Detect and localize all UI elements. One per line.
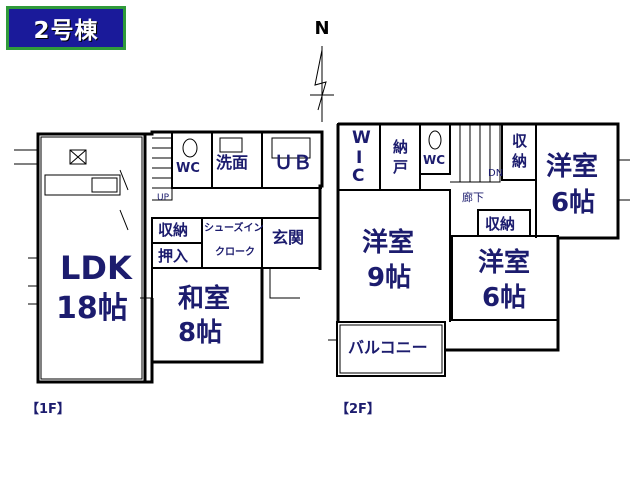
yoshitsu-large-name: 洋室 <box>362 228 415 258</box>
ub-label: ＵＢ <box>274 152 313 174</box>
shoes-in-cloak-line2: クローク <box>215 247 255 258</box>
wic-line1: W <box>352 128 371 148</box>
washitsu-size: 8帖 <box>178 318 223 348</box>
yoshitsu-mid-name: 洋室 <box>478 248 531 278</box>
dn-label: DN <box>488 168 504 179</box>
north-arrow-icon <box>310 46 334 122</box>
yoshitsu-large-size: 9帖 <box>367 263 412 293</box>
wc-2f-label: WC <box>423 153 446 167</box>
balcony-label: バルコニー <box>348 338 428 357</box>
floor1-plan <box>14 130 324 384</box>
shuno-1f-label: 収納 <box>158 221 189 239</box>
nando-line1: 納 <box>393 138 409 156</box>
senmen-label: 洗面 <box>216 153 249 172</box>
floor1-label: 【1F】 <box>26 402 70 417</box>
north-label: N <box>314 18 329 39</box>
roka-label: 廊下 <box>462 191 484 204</box>
yoshitsu-right-size: 6帖 <box>551 188 596 218</box>
yoshitsu-mid-size: 6帖 <box>482 283 527 313</box>
washitsu-name: 和室 <box>178 284 231 314</box>
wic-line2: I <box>356 148 363 168</box>
shoes-in-cloak-line1: シューズイン <box>204 223 264 234</box>
genkan-label: 玄関 <box>272 228 305 247</box>
shuno-right-line1: 収 <box>512 132 528 150</box>
yoshitsu-right-name: 洋室 <box>546 152 599 182</box>
ldk-size: 18帖 <box>56 291 128 326</box>
building-badge-label: 2号棟 <box>33 18 99 44</box>
wic-line3: C <box>352 166 365 186</box>
floor2-plan <box>328 122 630 377</box>
shuno-right-line2: 納 <box>512 152 528 170</box>
floor2-label: 【2F】 <box>336 402 380 417</box>
wc-1f-label: WC <box>176 161 200 176</box>
building-badge: 2号棟 <box>6 6 126 50</box>
oshiire-label: 押入 <box>158 247 189 265</box>
nando-line2: 戸 <box>393 158 409 176</box>
ldk-name: LDK <box>60 249 132 287</box>
shuno-mid-label: 収納 <box>485 215 516 233</box>
up-label: UP <box>157 193 170 203</box>
